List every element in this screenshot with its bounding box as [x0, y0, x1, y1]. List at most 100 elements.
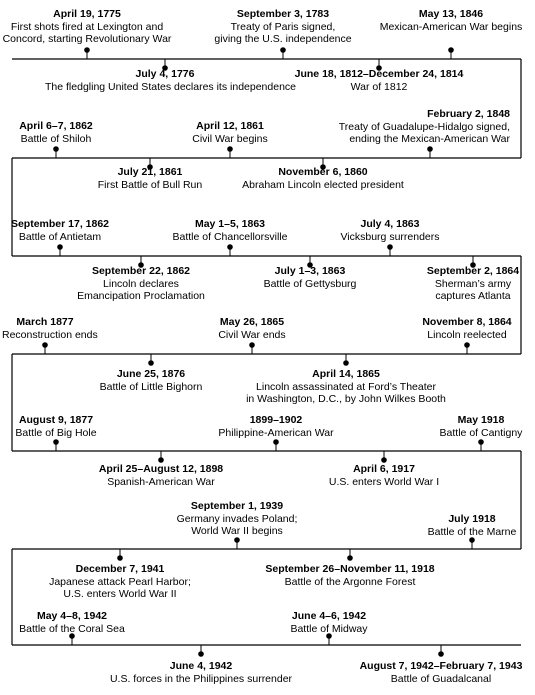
event-dot	[469, 537, 475, 543]
event-description: U.S. forces in the Philippines surrender	[109, 672, 293, 685]
event-dot	[320, 164, 326, 170]
event-description: giving the U.S. independence	[214, 33, 352, 45]
event-description: First Battle of Bull Run	[97, 178, 203, 191]
event-description: Lincoln declares	[103, 277, 179, 290]
event-dot	[53, 439, 59, 445]
event-description: Treaty of Guadalupe-Hidalgo signed,	[338, 120, 510, 133]
event-description: ending the Mexican-American War	[349, 133, 510, 145]
event-date: November 6, 1860	[278, 166, 368, 178]
event-description: Battle of the Coral Sea	[19, 622, 125, 635]
event-description: The fledgling United States declares its…	[45, 80, 296, 93]
event-date: July 1–3, 1863	[274, 265, 346, 277]
event-dot	[84, 47, 90, 53]
event-date: September 1, 1939	[190, 500, 284, 512]
event-date: June 4–6, 1942	[291, 610, 367, 622]
event-dot	[470, 262, 476, 268]
event-date: April 19, 1775	[53, 8, 121, 20]
event-description: Reconstruction ends	[2, 328, 98, 341]
event-description: Mexican-American War begins	[379, 20, 523, 33]
event-description: Battle of Big Hole	[15, 426, 97, 439]
event-description: War of 1812	[350, 80, 408, 93]
event-date: May 1918	[457, 414, 505, 426]
event-dot	[69, 633, 75, 639]
event-dot	[438, 651, 444, 657]
event-description: Treaty of Paris signed,	[230, 20, 336, 33]
event-description: Battle of Cantigny	[439, 426, 523, 439]
event-dot	[381, 457, 387, 463]
event-date: February 2, 1848	[427, 108, 510, 120]
event-description: in Washington, D.C., by John Wilkes Boot…	[246, 393, 446, 405]
event-description: Lincoln reelected	[427, 328, 507, 341]
event-date: April 6–7, 1862	[19, 120, 93, 132]
event-dot	[464, 342, 470, 348]
event-description: Abraham Lincoln elected president	[242, 178, 404, 191]
event-date: September 17, 1862	[10, 218, 110, 230]
event-description: Battle of Midway	[290, 622, 368, 635]
event-date: May 13, 1846	[418, 8, 484, 20]
event-dot	[347, 555, 353, 561]
event-dot	[448, 47, 454, 53]
event-dot	[148, 360, 154, 366]
event-date: May 4–8, 1942	[36, 610, 108, 622]
event-dot	[326, 633, 332, 639]
event-date: July 4, 1776	[135, 68, 195, 80]
event-dot	[249, 342, 255, 348]
event-dot	[376, 65, 382, 71]
event-description: Sherman’s army	[434, 277, 512, 290]
event-dot	[198, 651, 204, 657]
event-dot	[53, 146, 59, 152]
event-date: December 7, 1941	[75, 563, 165, 575]
event-description: Civil War ends	[218, 328, 286, 341]
event-description: First shots fired at Lexington and	[10, 20, 164, 33]
event-description: Battle of Little Bighorn	[99, 380, 203, 393]
event-dot	[57, 244, 63, 250]
event-dot	[273, 439, 279, 445]
event-date: July 1918	[448, 513, 496, 525]
event-description: Emancipation Proclamation	[77, 290, 205, 302]
event-description: World War II begins	[191, 525, 283, 537]
event-description: Battle of the Argonne Forest	[284, 575, 416, 588]
event-description: Battle of Shiloh	[20, 132, 92, 145]
event-date: April 14, 1865	[312, 368, 380, 380]
event-date: June 25, 1876	[116, 368, 186, 380]
event-dot	[42, 342, 48, 348]
event-description: Battle of Guadalcanal	[390, 672, 492, 685]
event-description: Spanish-American War	[107, 475, 215, 488]
event-dot	[234, 537, 240, 543]
event-dot	[147, 164, 153, 170]
event-date: November 8, 1864	[422, 316, 512, 328]
event-description: captures Atlanta	[435, 290, 511, 302]
event-date: July 21, 1861	[117, 166, 183, 178]
event-date: July 4, 1863	[360, 218, 420, 230]
event-dot	[387, 244, 393, 250]
event-date: May 1–5, 1863	[194, 218, 266, 230]
event-dot	[307, 262, 313, 268]
event-description: U.S. enters World War II	[63, 588, 177, 600]
event-date: September 2, 1864	[426, 265, 520, 277]
event-date: March 1877	[16, 316, 74, 328]
event-description: U.S. enters World War I	[328, 475, 440, 488]
event-date: April 12, 1861	[196, 120, 264, 132]
event-date: August 9, 1877	[18, 414, 94, 426]
